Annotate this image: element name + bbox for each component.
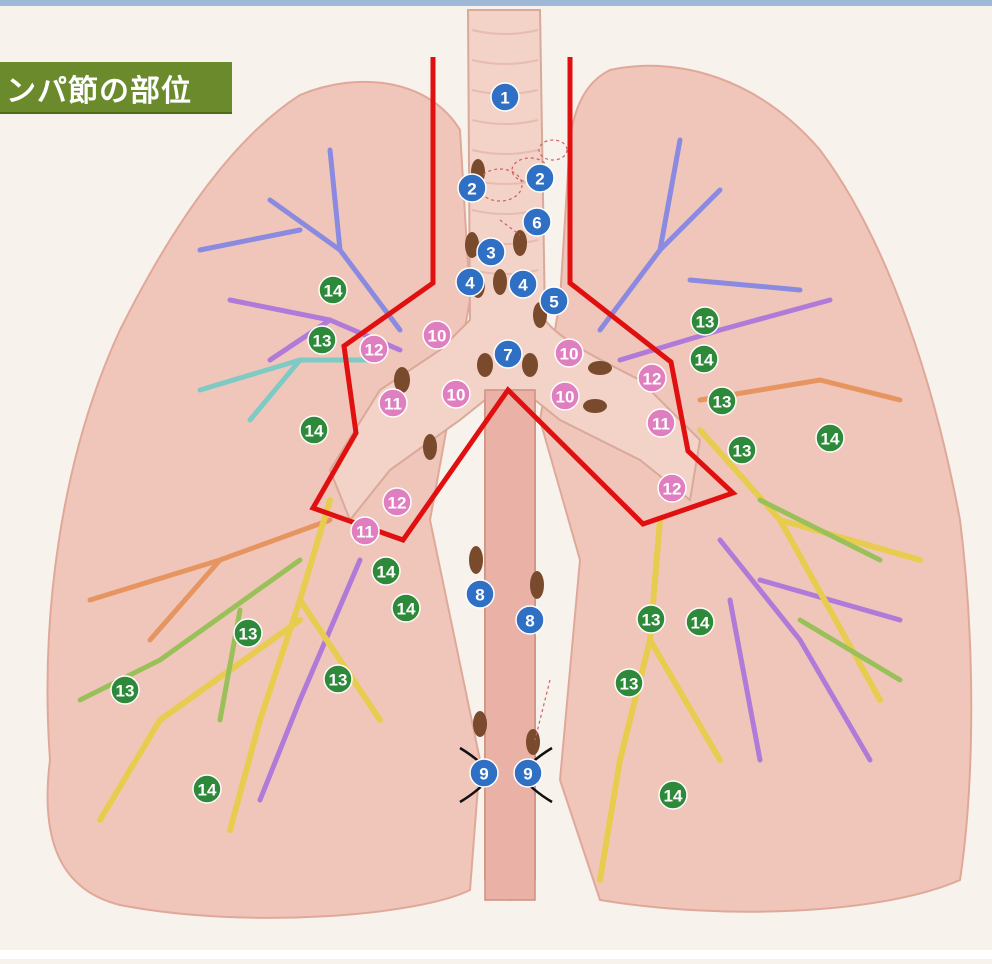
node-number: 10 xyxy=(447,386,466,405)
lymph-node-label-14: 14 xyxy=(816,424,844,452)
node-number: 2 xyxy=(535,170,544,189)
node-number: 4 xyxy=(465,274,475,293)
lymph-node-label-10: 10 xyxy=(423,321,451,349)
lymph-node-label-6: 6 xyxy=(523,208,551,236)
node-number: 4 xyxy=(518,276,528,295)
lymph-node-label-8: 8 xyxy=(466,580,494,608)
node-number: 12 xyxy=(643,370,662,389)
node-number: 14 xyxy=(397,600,416,619)
node-number: 13 xyxy=(116,682,135,701)
lymph-node-label-10: 10 xyxy=(442,380,470,408)
node-number: 13 xyxy=(733,442,752,461)
node-number: 13 xyxy=(329,671,348,690)
lymph-node-label-14: 14 xyxy=(319,276,347,304)
node-number: 9 xyxy=(479,765,488,784)
lymph-node-label-2: 2 xyxy=(458,174,486,202)
lymph-node-label-9: 9 xyxy=(470,759,498,787)
lymph-node-label-3: 3 xyxy=(477,238,505,266)
lymph-node-label-4: 4 xyxy=(509,270,537,298)
node-number: 12 xyxy=(388,494,407,513)
lymph-node-label-14: 14 xyxy=(690,345,718,373)
lymph-node-label-14: 14 xyxy=(372,557,400,585)
lymph-node-label-13: 13 xyxy=(111,676,139,704)
node-number: 6 xyxy=(532,214,541,233)
lymph-node-label-8: 8 xyxy=(516,606,544,634)
lymph-node-label-14: 14 xyxy=(659,781,687,809)
node-number: 8 xyxy=(525,612,534,631)
node-number: 10 xyxy=(556,388,575,407)
lymph-node-label-13: 13 xyxy=(615,669,643,697)
lymph-node-label-13: 13 xyxy=(691,307,719,335)
node-number: 13 xyxy=(313,332,332,351)
lymph-node-label-13: 13 xyxy=(324,665,352,693)
node-number: 14 xyxy=(695,351,714,370)
lymph-node-label-12: 12 xyxy=(638,364,666,392)
lymph-node-label-11: 11 xyxy=(379,389,407,417)
lymph-node-label-11: 11 xyxy=(647,409,675,437)
node-number: 12 xyxy=(365,341,384,360)
node-number: 14 xyxy=(198,781,217,800)
node-number: 14 xyxy=(821,430,840,449)
node-number: 13 xyxy=(620,675,639,694)
node-number: 11 xyxy=(356,523,374,542)
node-number: 14 xyxy=(664,787,683,806)
node-number: 12 xyxy=(663,480,682,499)
node-number: 14 xyxy=(691,614,710,633)
lymph-node-label-10: 10 xyxy=(555,339,583,367)
lymph-node-label-9: 9 xyxy=(514,759,542,787)
node-number: 11 xyxy=(652,415,670,434)
lymph-node-label-11: 11 xyxy=(351,517,379,545)
node-number: 7 xyxy=(503,346,512,365)
node-number: 14 xyxy=(324,282,343,301)
title-banner: ンパ節の部位 xyxy=(0,62,232,114)
node-number: 13 xyxy=(696,313,715,332)
lymph-node-label-4: 4 xyxy=(456,268,484,296)
lymph-node-label-5: 5 xyxy=(540,287,568,315)
lymph-node-label-13: 13 xyxy=(708,387,736,415)
node-number: 10 xyxy=(428,327,447,346)
lymph-node-label-10: 10 xyxy=(551,382,579,410)
node-number: 5 xyxy=(549,293,558,312)
node-number: 13 xyxy=(713,393,732,412)
lymph-node-label-12: 12 xyxy=(360,335,388,363)
node-number: 1 xyxy=(500,89,509,108)
node-number: 2 xyxy=(467,180,476,199)
node-number: 13 xyxy=(642,611,661,630)
lymph-node-label-7: 7 xyxy=(494,340,522,368)
node-number: 14 xyxy=(305,422,324,441)
node-number: 13 xyxy=(239,625,258,644)
node-number: 11 xyxy=(384,395,402,414)
lymph-node-label-14: 14 xyxy=(392,594,420,622)
page-title: ンパ節の部位 xyxy=(6,66,192,110)
node-number: 8 xyxy=(475,586,484,605)
lymph-node-label-2: 2 xyxy=(526,164,554,192)
lymph-node-label-13: 13 xyxy=(308,326,336,354)
node-number: 9 xyxy=(523,765,532,784)
node-number: 3 xyxy=(486,244,495,263)
lymph-node-label-1: 1 xyxy=(491,83,519,111)
lymph-node-label-13: 13 xyxy=(637,605,665,633)
lymph-node-label-13: 13 xyxy=(234,619,262,647)
lymph-node-label-12: 12 xyxy=(383,488,411,516)
lymph-node-label-14: 14 xyxy=(686,608,714,636)
lymph-node-label-13: 13 xyxy=(728,436,756,464)
lymph-node-label-12: 12 xyxy=(658,474,686,502)
lymph-node-label-14: 14 xyxy=(300,416,328,444)
lymph-node-label-14: 14 xyxy=(193,775,221,803)
node-number: 14 xyxy=(377,563,396,582)
node-number: 10 xyxy=(560,345,579,364)
